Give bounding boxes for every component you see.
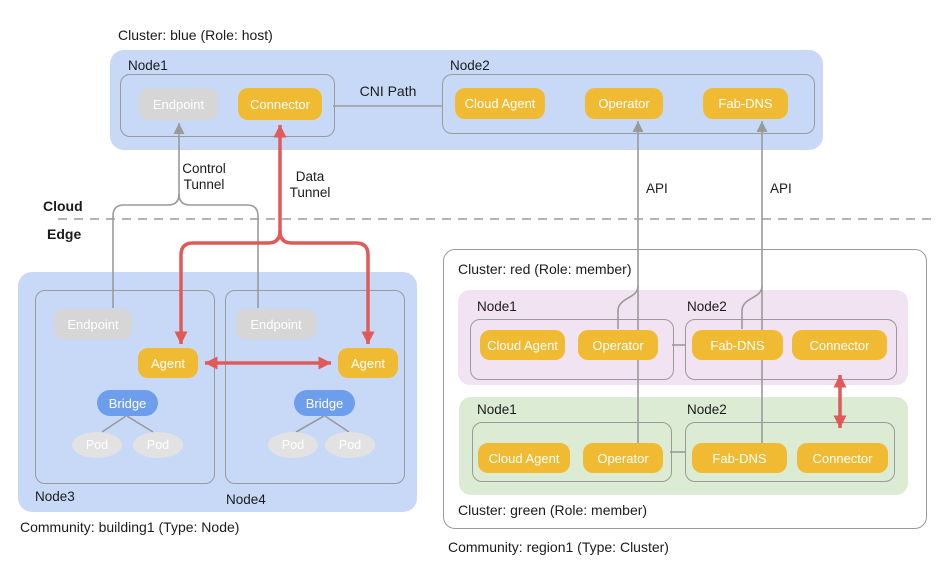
api-branch-red-fabdns: [741, 285, 763, 329]
blue-fabdns-pill: Fab-DNS: [703, 88, 788, 119]
red-node1-box: [470, 319, 674, 380]
data-tunnel-label-line1: Data: [295, 169, 325, 184]
data-tunnel-branch-left: [174, 230, 282, 345]
blue-node2-label: Node2: [450, 58, 490, 73]
red-cloud-agent-pill: Cloud Agent: [480, 330, 565, 360]
red-node1-label: Node1: [477, 299, 517, 314]
green-cloud-agent-pill: Cloud Agent: [478, 443, 570, 473]
control-tunnel-branch-left: [112, 193, 180, 308]
node3-agent-pill: Agent: [138, 348, 198, 378]
cni-path-label: CNI Path: [359, 83, 417, 99]
green-node2-box: [685, 422, 895, 482]
node4-pod1: Pod: [268, 432, 318, 458]
node3-pod1: Pod: [72, 432, 122, 458]
node3-label: Node3: [35, 489, 75, 504]
cluster-red-title: Cluster: red (Role: member): [458, 261, 632, 277]
blue-node1-label: Node1: [128, 58, 168, 73]
control-tunnel-label-line1: Control: [182, 161, 226, 176]
blue-cloud-agent-pill: Cloud Agent: [455, 88, 545, 119]
node4-pod2: Pod: [325, 432, 375, 458]
node4-box: [225, 290, 405, 484]
green-connector-pill: Connector: [797, 443, 888, 473]
green-node2-label: Node2: [687, 402, 727, 417]
control-tunnel-label-line2: Tunnel: [183, 177, 225, 192]
bridge2-pod1-line: [295, 415, 325, 433]
red-node2-box: [685, 319, 897, 380]
red-operator-pill: Operator: [578, 330, 658, 360]
blue-endpoint-pill: Endpoint: [139, 88, 218, 120]
cloud-zone-label: Cloud: [43, 198, 83, 214]
blue-operator-pill: Operator: [585, 88, 663, 119]
api-label-fabdns: API: [770, 181, 792, 196]
green-node1-label: Node1: [477, 402, 517, 417]
cluster-green-title: Cluster: green (Role: member): [458, 502, 648, 518]
bridge2-pod2-line: [324, 415, 350, 433]
control-tunnel-label: Control Tunnel: [172, 161, 236, 193]
blue-node2-box: [442, 74, 815, 134]
cluster-blue-title: Cluster: blue (Role: host): [118, 27, 273, 43]
red-node2-label: Node2: [687, 299, 727, 314]
node3-bridge-pill: Bridge: [97, 390, 158, 416]
node3-endpoint-pill: Endpoint: [54, 309, 132, 339]
node4-bridge-pill: Bridge: [294, 390, 355, 416]
cluster-community-title: Community: region1 (Type: Cluster): [448, 539, 669, 555]
data-tunnel-branch-right: [278, 230, 375, 345]
blue-connector-pill: Connector: [238, 88, 322, 120]
red-connector-pill: Connector: [792, 330, 887, 360]
node3-box: [35, 290, 215, 484]
api-branch-red-operator: [617, 285, 639, 329]
red-fabdns-pill: Fab-DNS: [692, 330, 783, 360]
node3-pod2: Pod: [133, 432, 183, 458]
data-tunnel-label: Data Tunnel: [278, 169, 342, 201]
node4-label: Node4: [226, 492, 266, 507]
control-tunnel-branch-right: [178, 193, 259, 308]
api-label-operator: API: [646, 181, 668, 196]
bridge1-pod1-line: [101, 415, 127, 433]
edge-community-title: Community: building1 (Type: Node): [20, 519, 240, 535]
node4-agent-pill: Agent: [338, 348, 398, 378]
node4-endpoint-pill: Endpoint: [236, 309, 316, 339]
bridge1-pod2-line: [126, 415, 154, 433]
edge-zone-label: Edge: [47, 226, 82, 242]
data-tunnel-label-line2: Tunnel: [289, 185, 331, 200]
green-operator-pill: Operator: [583, 443, 663, 473]
green-fabdns-pill: Fab-DNS: [692, 443, 787, 473]
